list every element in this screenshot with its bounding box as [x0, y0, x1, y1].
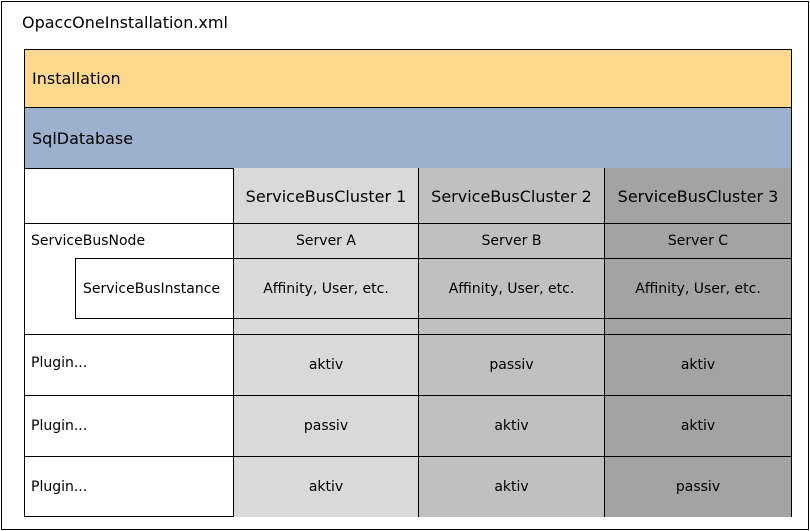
cluster-header-3: ServiceBusCluster 3 — [617, 186, 779, 206]
plugin-3-state-3: passiv — [675, 479, 721, 495]
diagram-title: OpaccOneInstallation.xml — [22, 13, 228, 32]
row-divider — [24, 334, 792, 335]
cluster-column-3 — [604, 168, 792, 517]
cluster-column-2 — [418, 168, 605, 517]
server-b: Server B — [481, 233, 542, 249]
sql-database-label: SqlDatabase — [32, 128, 134, 148]
row-divider — [233, 258, 792, 259]
plugin-2-state-3: aktiv — [680, 418, 716, 434]
installation-layer: Installation — [24, 49, 792, 108]
sql-database-layer: SqlDatabase — [24, 107, 792, 169]
row-divider — [24, 456, 792, 457]
plugin-2-state-1: passiv — [303, 418, 349, 434]
row-divider — [24, 395, 792, 396]
plugin-3-state-1: aktiv — [308, 479, 344, 495]
cluster-column-1 — [233, 168, 419, 517]
server-c: Server C — [667, 233, 729, 249]
cluster-header-2: ServiceBusCluster 2 — [431, 186, 592, 206]
row-divider — [233, 318, 792, 319]
plugin-1-state-3: aktiv — [680, 357, 716, 373]
plugin-label-2: Plugin... — [31, 418, 88, 434]
plugin-1-state-1: aktiv — [308, 357, 344, 373]
row-divider — [24, 223, 792, 224]
instance-settings-2: Affinity, User, etc. — [448, 280, 575, 297]
instance-settings-3: Affinity, User, etc. — [635, 280, 761, 297]
plugin-label-1: Plugin... — [31, 355, 88, 371]
plugin-label-3: Plugin... — [31, 479, 88, 495]
cluster-header-1: ServiceBusCluster 1 — [245, 186, 407, 206]
plugin-1-state-2: passiv — [489, 357, 534, 373]
service-bus-node-label: ServiceBusNode — [31, 233, 146, 249]
service-bus-instance-label: ServiceBusInstance — [75, 258, 234, 319]
plugin-3-state-2: aktiv — [494, 479, 529, 495]
plugin-2-state-2: aktiv — [494, 418, 529, 434]
instance-settings-1: Affinity, User, etc. — [263, 280, 389, 297]
server-a: Server A — [296, 233, 356, 249]
installation-label: Installation — [32, 69, 121, 88]
